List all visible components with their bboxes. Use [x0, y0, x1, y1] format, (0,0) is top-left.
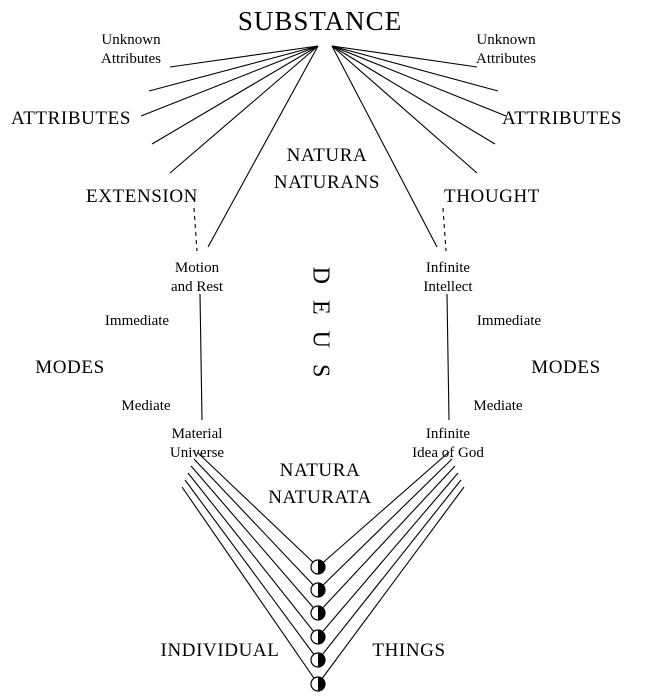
attribute-mode-dashed-links [193, 207, 447, 252]
label-line: Motion [174, 260, 220, 276]
substance-fan-left [140, 45, 319, 248]
individual-thing-node [310, 582, 326, 598]
label-modes-left: MODES [35, 357, 105, 378]
mode-individual-line [317, 458, 453, 591]
label-line: NATURANS [273, 172, 381, 193]
label-line: and Rest [170, 279, 224, 295]
label-attributes-left: ATTRIBUTES [11, 108, 131, 129]
individual-thing-node [310, 652, 326, 668]
label-line: Unknown [476, 32, 536, 48]
label-deus: DEUS [307, 266, 334, 394]
individual-fan-right [317, 451, 465, 685]
label-line: Infinite [425, 260, 471, 276]
label-mediate-left: Mediate [121, 398, 171, 414]
label-extension: EXTENSION [86, 186, 198, 207]
mode-individual-line [196, 451, 319, 568]
label-individual: INDIVIDUAL [160, 640, 280, 661]
label-substance: SUBSTANCE [237, 6, 403, 36]
label-line: Universe [169, 445, 225, 461]
mode-individual-line [317, 472, 459, 638]
label-line: Attributes [101, 51, 161, 67]
individual-thing-node [310, 605, 326, 621]
label-modes-right: MODES [531, 357, 601, 378]
mode-individual-line [187, 472, 319, 638]
substance-attribute-line [148, 45, 319, 92]
mode-individual-line [184, 479, 319, 661]
individual-fan-left [181, 451, 319, 685]
mode-individual-line [317, 479, 462, 661]
label-line: NATURA [279, 460, 361, 481]
label-mediate-right: Mediate [473, 398, 523, 414]
label-immediate-right: Immediate [476, 313, 542, 329]
label-line: Material [171, 426, 223, 442]
extension-motion-dashed-line [193, 207, 198, 252]
motion-material-line [199, 293, 203, 421]
mode-vertical-links [199, 293, 450, 421]
substance-attribute-line [331, 45, 478, 68]
label-attributes-right: ATTRIBUTES [502, 108, 622, 129]
substance-attribute-line [169, 45, 319, 174]
thought-intellect-dashed-line [442, 207, 447, 252]
label-unknown-attributes-left: Unknown Attributes [101, 31, 161, 69]
label-line: Idea of God [412, 445, 484, 461]
substance-attribute-line [331, 45, 499, 92]
label-line: Unknown [101, 32, 161, 48]
substance-attribute-line [331, 45, 438, 248]
mode-individual-line [193, 458, 319, 591]
label-unknown-attributes-right: Unknown Attributes [476, 31, 536, 69]
mode-individual-line [317, 486, 465, 685]
substance-attribute-line [151, 45, 319, 145]
intellect-idea-line [446, 293, 450, 421]
label-natura-naturans: NATURA NATURANS [274, 142, 380, 196]
label-line: NATURA [286, 145, 368, 166]
individual-things-nodes [310, 559, 326, 692]
mode-individual-line [181, 486, 319, 685]
substance-attribute-line [331, 45, 507, 117]
label-line: Attributes [476, 51, 536, 67]
label-thought: THOUGHT [443, 186, 541, 207]
label-infinite-idea-of-god: Infinite Idea of God [412, 425, 484, 463]
label-natura-naturata: NATURA NATURATA [268, 457, 372, 511]
label-things: THINGS [372, 640, 446, 661]
label-line: Intellect [423, 279, 473, 295]
mode-individual-line [317, 465, 456, 614]
substance-attribute-line [331, 45, 496, 145]
substance-attribute-line [169, 45, 319, 68]
substance-fan-right [331, 45, 507, 248]
label-material-universe: Material Universe [170, 425, 224, 463]
individual-thing-node [310, 629, 326, 645]
substance-attribute-line [331, 45, 478, 174]
individual-thing-node [310, 676, 326, 692]
label-immediate-left: Immediate [104, 313, 170, 329]
label-line: Infinite [425, 426, 471, 442]
label-line: NATURATA [268, 487, 372, 508]
label-infinite-intellect: Infinite Intellect [423, 259, 472, 297]
label-motion-and-rest: Motion and Rest [171, 259, 223, 297]
substance-attribute-line [207, 45, 319, 248]
mode-individual-line [190, 465, 319, 614]
mode-individual-line [317, 451, 450, 568]
individual-thing-node [310, 559, 326, 575]
substance-attribute-line [140, 45, 319, 117]
